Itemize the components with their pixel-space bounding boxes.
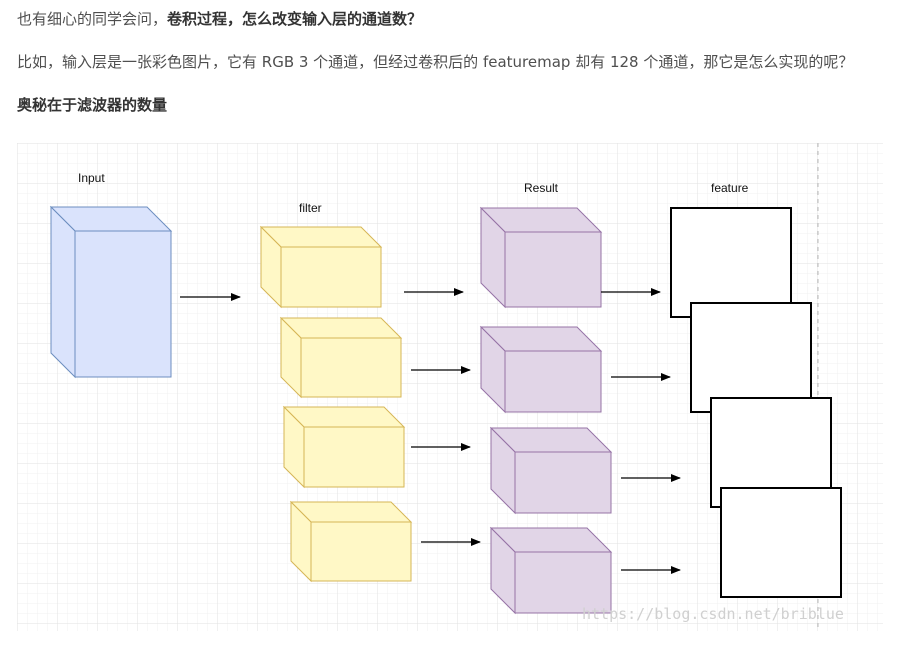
result-label: Result	[524, 181, 559, 195]
result-cube	[479, 325, 603, 414]
feature-map	[720, 487, 842, 598]
feature-label: feature	[711, 181, 749, 195]
filter-cube	[279, 316, 403, 399]
example-paragraph: 比如，输入层是一张彩色图片，它有 RGB 3 个通道，但经过卷积后的 featu…	[17, 53, 854, 71]
filter-cube	[289, 500, 413, 583]
result-cube	[489, 526, 613, 615]
feature-map	[670, 207, 792, 318]
intro-question: 卷积过程，怎么改变输入层的通道数？	[167, 10, 423, 28]
feature-map	[690, 302, 812, 413]
input-label: Input	[78, 171, 105, 185]
input-cube	[49, 205, 173, 379]
intro-text: 也有细心的同学会问，	[17, 10, 168, 28]
filter-label: filter	[299, 201, 322, 215]
answer-heading: 奥秘在于滤波器的数量	[17, 96, 168, 114]
filter-cube	[259, 225, 383, 309]
filter-cube	[282, 405, 406, 489]
watermark: https://blog.csdn.net/briblue	[582, 605, 844, 623]
intro-paragraph: 也有细心的同学会问，卷积过程，怎么改变输入层的通道数？	[17, 9, 422, 29]
result-cube	[479, 206, 603, 309]
result-cube	[489, 426, 613, 515]
